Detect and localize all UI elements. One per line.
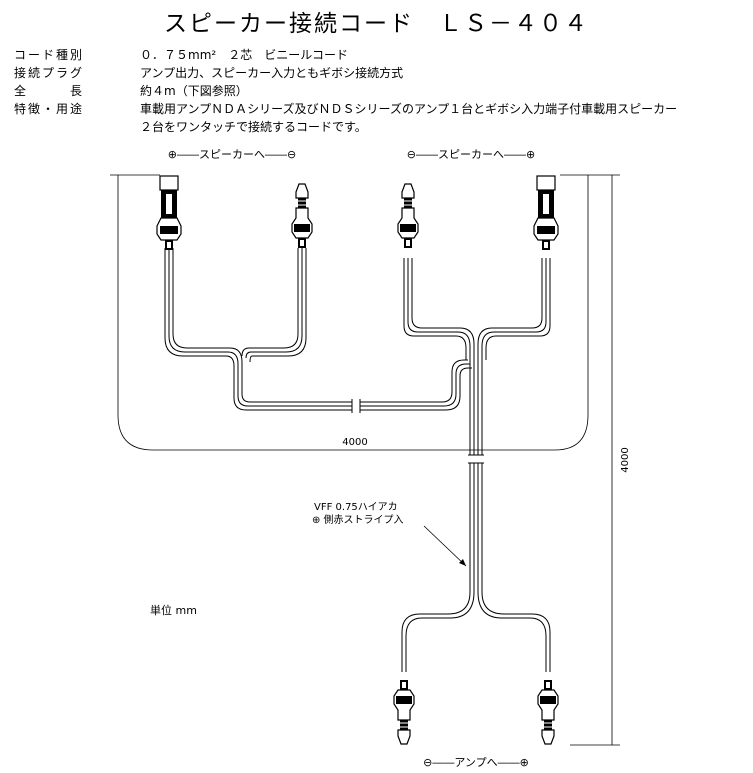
spec-value: 車載用アンプＮＤＡシリーズ及びＮＤＳシリーズのアンプ１台とギボシ入力端子付車載用… (140, 102, 678, 116)
speaker-right-positive-connector (533, 175, 559, 251)
speaker-left-label: ⊕――スピーカーへ――⊖ (168, 148, 296, 161)
horizontal-dimension-value: 4000 (342, 437, 367, 448)
leader-line (423, 525, 467, 567)
amp-positive-connector (537, 679, 559, 745)
cable-bundle (164, 248, 551, 672)
amp-negative-connector (393, 679, 415, 745)
spec-row: コード種別 ０．７５mm² ２芯 ビニールコード (14, 46, 740, 64)
spec-row: 特徴・用途 車載用アンプＮＤＡシリーズ及びＮＤＳシリーズのアンプ１台とギボシ入力… (14, 100, 740, 118)
vertical-dimension-value: 4000 (620, 447, 631, 472)
spec-key: 特徴・用途 (14, 102, 85, 116)
spec-key: 接続プラグ (14, 66, 85, 80)
spec-value: ０．７５mm² ２芯 ビニールコード (140, 48, 348, 62)
cable-note-line1: VFF 0.75ハイアカ (314, 501, 398, 513)
spec-key: 全 長 (14, 84, 85, 98)
cable-note-line2: ⊕ 側赤ストライプ入 (312, 513, 404, 526)
speaker-left-negative-connector (291, 183, 313, 249)
spec-key: コード種別 (14, 48, 85, 62)
spec-value: 約４m（下図参照） (140, 84, 248, 98)
speaker-left-positive-connector (156, 175, 182, 251)
amp-label: ⊖――アンプへ――⊕ (423, 756, 529, 769)
spec-row: 全 長 約４m（下図参照） (14, 82, 740, 100)
cable-break-mark (352, 400, 360, 412)
speaker-right-negative-connector (397, 183, 419, 249)
spec-row: 接続プラグ アンプ出力、スピーカー入力ともギボシ接続方式 (14, 64, 740, 82)
unit-label: 単位 mm (150, 603, 197, 617)
speaker-right-label: ⊖――スピーカーへ――⊕ (407, 148, 535, 161)
page-title: スピーカー接続コード ＬＳ－４０４ (164, 11, 589, 37)
leader-arrow (459, 559, 466, 566)
horizontal-dimension-line (117, 175, 589, 451)
spec-value: アンプ出力、スピーカー入力ともギボシ接続方式 (140, 66, 404, 80)
spec-table: コード種別 ０．７５mm² ２芯 ビニールコード 接続プラグ アンプ出力、スピー… (14, 46, 740, 136)
spec-value-continuation: ２台をワンタッチで接続するコードです。 (140, 120, 367, 134)
